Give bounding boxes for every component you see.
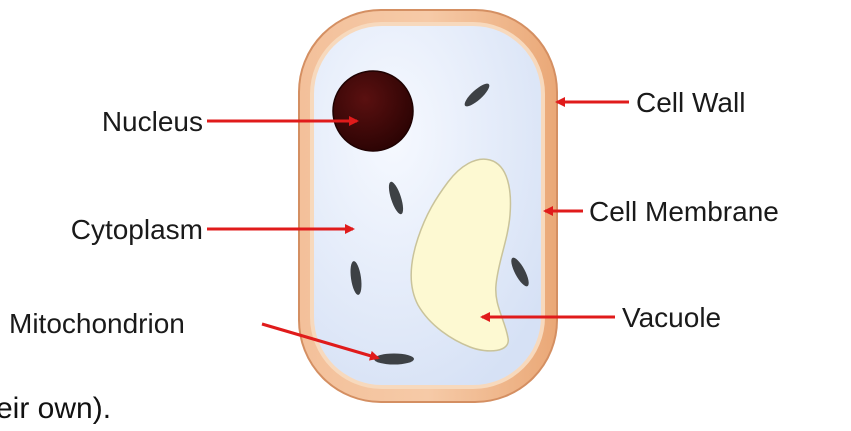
mitochondrion-5 (374, 354, 414, 365)
label-cytoplasm: Cytoplasm (71, 214, 203, 245)
nucleus (333, 71, 413, 151)
caption-fragment: eir own). (0, 392, 111, 426)
label-mitochondrion: Mitochondrion (9, 308, 185, 339)
label-cell-membrane: Cell Membrane (589, 196, 779, 227)
label-nucleus: Nucleus (102, 106, 203, 137)
label-cell-wall: Cell Wall (636, 87, 745, 118)
label-vacuole: Vacuole (622, 302, 721, 333)
